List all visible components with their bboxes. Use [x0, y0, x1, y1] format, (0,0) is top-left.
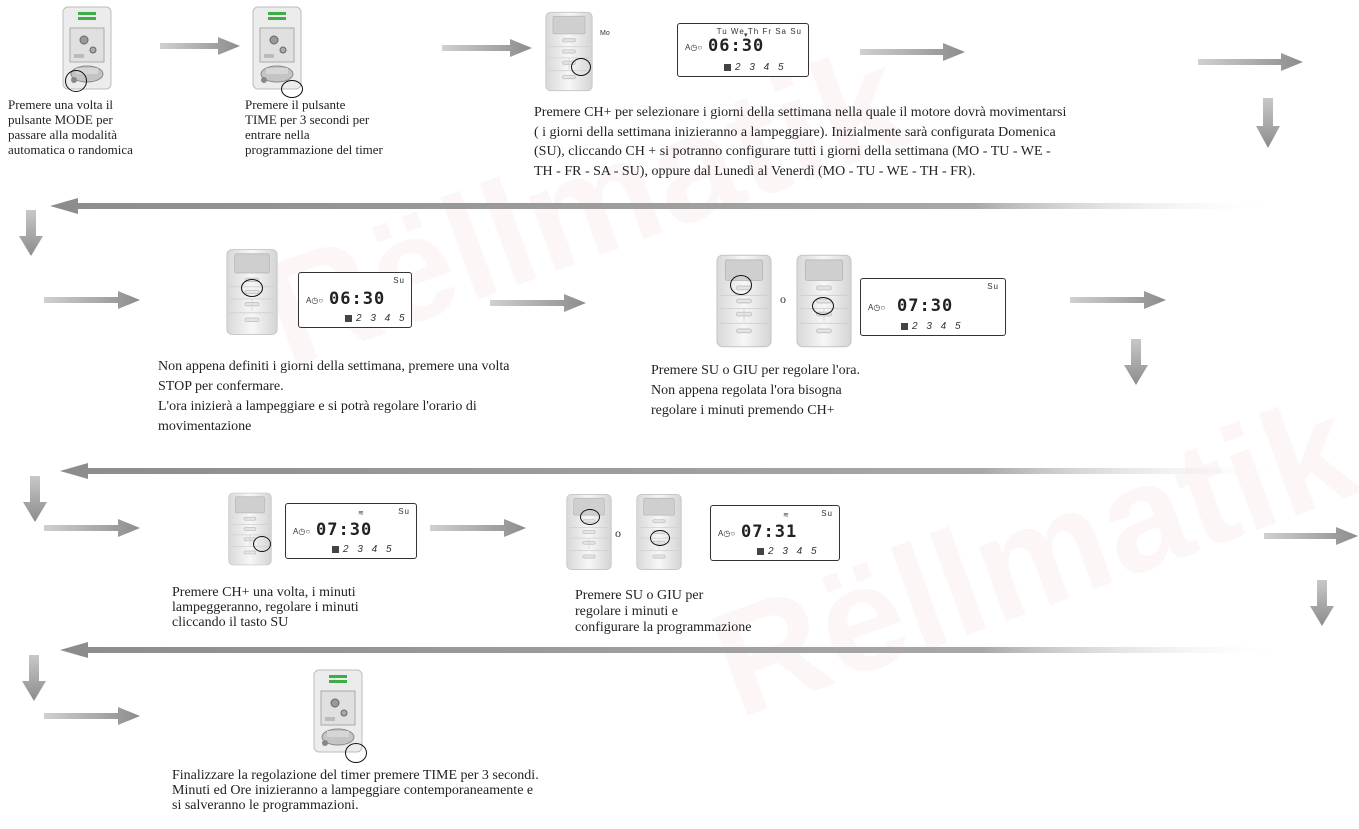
lcd-time: 07:30 [897, 296, 954, 316]
signal-icon: ▾ [744, 32, 748, 39]
lcd-time: 06:30 [329, 289, 386, 309]
down-button-highlight [650, 530, 670, 546]
mode-button-highlight [65, 70, 87, 92]
ch-plus-button-highlight [253, 536, 271, 552]
lcd-display: Su ≋ A◷○ 07:30 2 3 4 5 [285, 503, 417, 559]
step1-caption: Premere una volta il pulsante MODE per p… [8, 97, 133, 157]
return-line [50, 198, 1280, 214]
arrow-down-icon [23, 476, 47, 522]
arrow-right-icon [160, 37, 240, 55]
or-label: o [780, 292, 786, 306]
time-button-highlight [281, 80, 303, 98]
stop-button-highlight [241, 279, 263, 297]
lcd-time: 07:31 [741, 522, 798, 542]
arrow-down-icon [1310, 580, 1334, 626]
down-button-highlight [812, 297, 834, 315]
arrow-right-icon [44, 519, 140, 537]
time-button-highlight [345, 743, 367, 763]
or-label: o [615, 526, 621, 540]
step4-caption: Non appena definiti i giorni della setti… [158, 359, 510, 434]
lcd-time: 07:30 [316, 520, 373, 540]
remote-back-image [252, 6, 302, 90]
arrow-right-icon [1198, 53, 1303, 71]
lcd-display: Su A◷○ 07:30 2 3 4 5 [860, 278, 1006, 336]
signal-icon: ≋ [783, 512, 789, 519]
step3-caption: Premere CH+ per selezionare i giorni del… [534, 105, 1067, 179]
arrow-right-icon [44, 707, 140, 725]
arrow-down-icon [22, 655, 46, 701]
lcd-days: Su [398, 507, 410, 516]
alarm-icon: A◷○ [306, 296, 324, 305]
step8-caption: Finalizzare la regolazione del timer pre… [172, 768, 539, 813]
lcd-time: 06:30 [708, 36, 765, 56]
alarm-icon: A◷○ [718, 529, 736, 538]
alarm-icon: A◷○ [293, 527, 311, 536]
up-button-highlight [580, 509, 600, 525]
return-line [60, 642, 1290, 658]
lcd-weekdays: 2 3 4 5 [345, 313, 408, 324]
remote-front-image [566, 486, 612, 578]
lcd-days: Su [987, 282, 999, 291]
signal-icon: ≋ [358, 510, 364, 517]
arrow-right-icon [490, 294, 586, 312]
return-line [60, 463, 1290, 479]
arrow-right-icon [44, 291, 140, 309]
arrow-right-icon [430, 519, 526, 537]
remote-front-image [228, 484, 272, 574]
lcd-display: Su A◷○ 06:30 2 3 4 5 [298, 272, 412, 328]
lcd-weekdays: 2 3 4 5 [724, 62, 787, 73]
mo-day-label: Mo [600, 30, 610, 37]
remote-front-image [716, 246, 772, 356]
ch-plus-button-highlight [571, 58, 591, 76]
arrow-right-icon [860, 43, 965, 61]
remote-front-image [545, 4, 593, 99]
step5-caption: Premere SU o GIU per regolare l'ora. Non… [651, 363, 860, 418]
arrow-down-icon [1256, 98, 1280, 148]
lcd-weekdays: 2 3 4 5 [332, 544, 395, 555]
up-button-highlight [730, 275, 752, 295]
step7-caption: Premere SU o GIU per regolare i minuti e… [575, 588, 752, 635]
alarm-icon: A◷○ [685, 43, 703, 52]
lcd-days: Su [821, 509, 833, 518]
step2-caption: Premere il pulsante TIME per 3 secondi p… [245, 97, 383, 157]
lcd-weekdays: 2 3 4 5 [757, 546, 820, 557]
arrow-down-icon [19, 210, 43, 256]
lcd-display: Su ≋ A◷○ 07:31 2 3 4 5 [710, 505, 840, 561]
lcd-weekdays: 2 3 4 5 [901, 321, 964, 332]
lcd-days: Su [393, 276, 405, 285]
arrow-right-icon [1070, 291, 1166, 309]
lcd-display: Tu We Th Fr Sa Su A◷○ ▾ 06:30 2 3 4 5 [677, 23, 809, 77]
arrow-right-icon [442, 39, 532, 57]
alarm-icon: A◷○ [868, 303, 886, 312]
arrow-right-icon [1264, 527, 1358, 545]
arrow-down-icon [1124, 339, 1148, 385]
step6-caption: Premere CH+ una volta, i minuti lampegge… [172, 585, 359, 630]
lcd-days: Tu We Th Fr Sa Su [716, 27, 802, 36]
